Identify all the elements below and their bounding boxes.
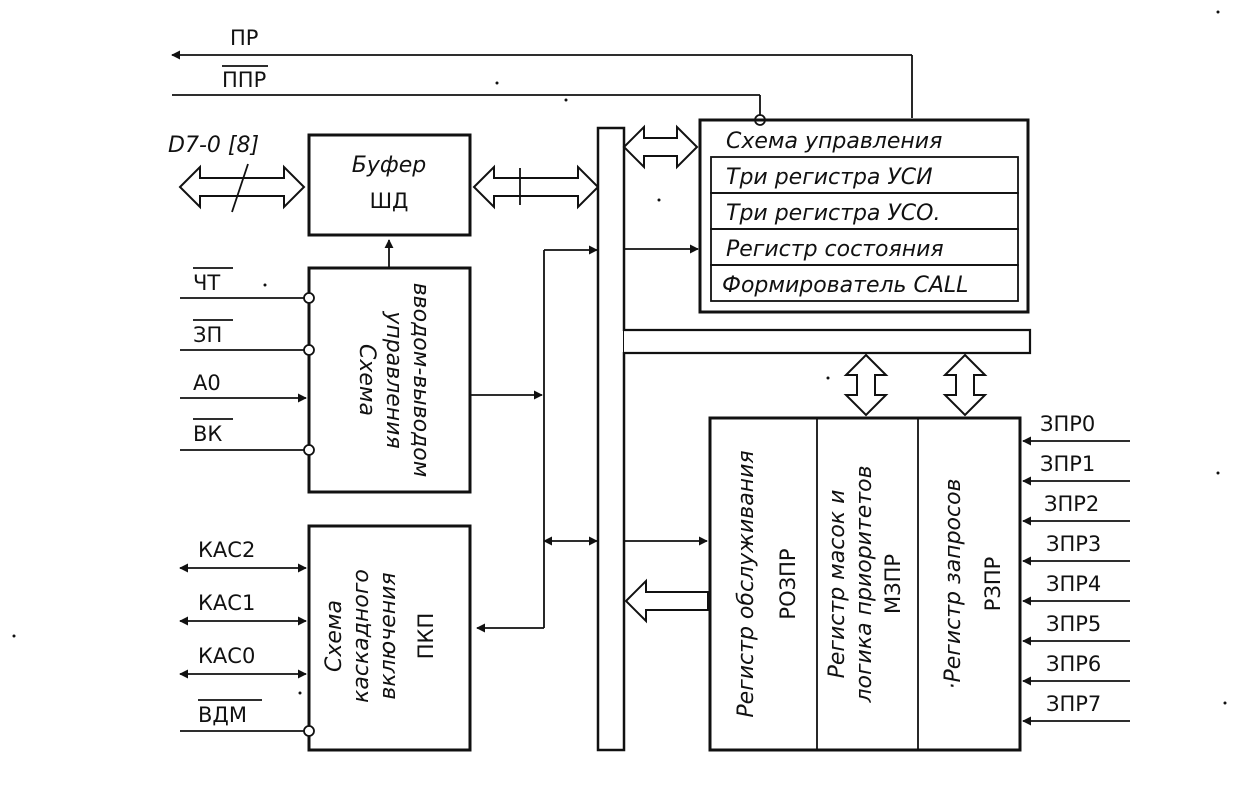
svg-text:РЗПР: РЗПР bbox=[981, 557, 1005, 612]
ppr-label: ППР bbox=[222, 68, 266, 92]
request-input-3: ЗПР3 bbox=[1046, 532, 1101, 556]
io-input-lines bbox=[180, 292, 315, 456]
cascade-box bbox=[307, 524, 472, 752]
internal-control-line bbox=[470, 245, 598, 633]
io-input-rd: ЧТ bbox=[193, 271, 220, 295]
cascade-lines bbox=[179, 563, 315, 737]
service-register-text: Регистр обслуживания РОЗПР bbox=[734, 450, 800, 717]
register-bus-branch bbox=[624, 328, 1032, 355]
svg-text:Схема: Схема bbox=[322, 600, 347, 672]
request-input-7: ЗПР7 bbox=[1046, 692, 1101, 716]
request-bus-arrow bbox=[942, 353, 988, 417]
request-input-0: ЗПР0 bbox=[1040, 412, 1095, 436]
svg-text:управления: управления bbox=[381, 310, 406, 448]
svg-text:Регистр масок и: Регистр масок и bbox=[825, 490, 850, 679]
cascade-input-cas2: КАС2 bbox=[198, 538, 255, 562]
io-input-wr: ЗП bbox=[193, 323, 222, 347]
svg-text:вводом-выводом: вводом-выводом bbox=[408, 283, 433, 478]
svg-text:каскадного: каскадного bbox=[349, 569, 374, 703]
request-input-5: ЗПР5 bbox=[1046, 612, 1101, 636]
svg-text:МЗПР: МЗПР bbox=[881, 554, 905, 614]
io-input-cs: ВК bbox=[193, 422, 222, 446]
svg-text:ПКП: ПКП bbox=[414, 613, 438, 660]
control-scheme-title: Схема управления bbox=[726, 129, 942, 154]
io-control-box bbox=[307, 266, 472, 494]
pr-line bbox=[171, 50, 913, 118]
io-input-a0: A0 bbox=[193, 371, 221, 395]
cascade-text: Схема каскадного включения ПКП bbox=[322, 569, 438, 703]
mask-register-text: Регистр масок и логика приоритетов МЗПР bbox=[825, 465, 905, 703]
data-bus-label: D7-0 [8] bbox=[168, 133, 259, 158]
cascade-input-cas0: КАС0 bbox=[198, 644, 255, 668]
register-block bbox=[708, 416, 1022, 752]
buffer-sd: ШД bbox=[370, 189, 409, 213]
cascade-input-cas1: КАС1 bbox=[198, 591, 255, 615]
ppr-line bbox=[172, 94, 766, 126]
internal-bus bbox=[596, 126, 626, 752]
bus-width-slash bbox=[231, 163, 249, 213]
external-data-bus bbox=[178, 164, 306, 210]
control-row-status: Регистр состояния bbox=[726, 237, 944, 262]
request-input-4: ЗПР4 bbox=[1046, 572, 1101, 596]
mask-bus-arrow bbox=[843, 353, 889, 417]
request-register-text: ·Регистр запросов РЗПР bbox=[941, 478, 1005, 689]
svg-text:логика приоритетов: логика приоритетов bbox=[852, 465, 877, 703]
control-row-uso: Три регистра УСО. bbox=[726, 201, 940, 226]
svg-text:Схема: Схема bbox=[354, 344, 379, 416]
request-input-1: ЗПР1 bbox=[1040, 452, 1095, 476]
svg-text:·Регистр запросов: ·Регистр запросов bbox=[941, 478, 966, 689]
control-row-call: Формирователь CALL bbox=[722, 273, 968, 298]
control-row-usi: Три регистра УСИ bbox=[726, 165, 933, 190]
buffer-box bbox=[307, 133, 472, 237]
svg-text:включения: включения bbox=[376, 572, 401, 699]
control-scheme bbox=[698, 118, 1030, 314]
vector-bus-arrow bbox=[624, 578, 709, 624]
request-input-6: ЗПР6 bbox=[1046, 652, 1101, 676]
internal-data-bus bbox=[472, 164, 600, 210]
cascade-input-vdm: ВДМ bbox=[198, 703, 247, 727]
svg-text:Регистр обслуживания: Регистр обслуживания bbox=[734, 450, 759, 717]
control-bus-arrow bbox=[622, 124, 699, 170]
request-input-2: ЗПР2 bbox=[1044, 492, 1099, 516]
buffer-title: Буфер bbox=[352, 153, 426, 178]
request-input-lines bbox=[1022, 436, 1130, 726]
svg-text:РОЗПР: РОЗПР bbox=[776, 548, 800, 619]
scan-specks bbox=[12, 10, 1227, 705]
io-control-text: Схема управления вводом-выводом bbox=[354, 283, 433, 478]
pr-label: ПР bbox=[230, 26, 258, 50]
